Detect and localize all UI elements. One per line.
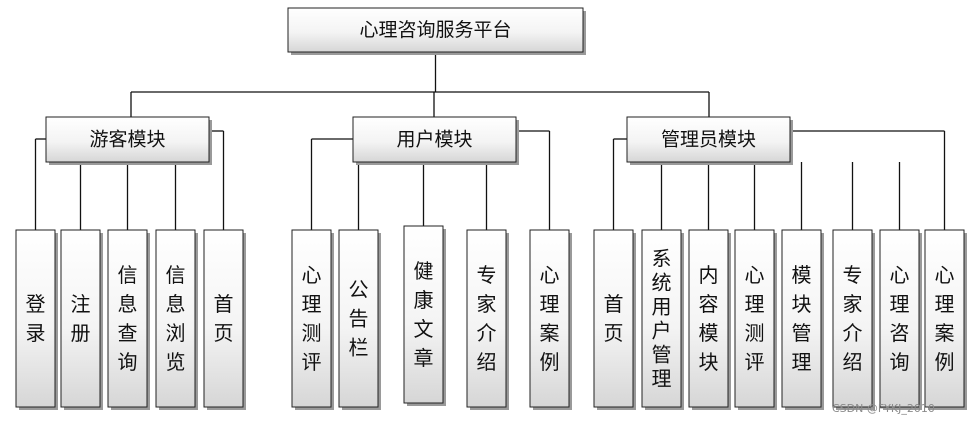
leaf-node-1-4: 心理案例: [529, 229, 572, 410]
module-label-2: 管理员模块: [661, 129, 756, 151]
leaf-node-2-7-frame: [924, 229, 965, 408]
leaf-node-1-2-frame: [403, 225, 444, 404]
leaf-node-0-4-frame: [203, 229, 244, 408]
leaf-node-0-3-frame: [155, 229, 196, 408]
leaf-node-2-5-frame: [832, 229, 873, 408]
leaf-node-0-0-frame: [15, 229, 56, 408]
leaf-node-1-0: 心理测评: [291, 229, 334, 410]
leaf-label-0-1: 注册: [71, 292, 91, 345]
leaf-node-0-3: 信息浏览: [155, 229, 198, 410]
leaf-label-1-1: 公告栏: [349, 278, 369, 360]
root-node-frame: [287, 7, 584, 53]
leaf-label-2-2: 内容模块: [699, 263, 719, 374]
leaf-label-0-0: 登录: [26, 292, 46, 345]
leaf-node-0-1: 注册: [60, 229, 103, 410]
leaf-label-2-1: 系统用户管理: [652, 247, 672, 391]
leaf-node-2-2: 内容模块: [688, 229, 731, 410]
leaf-label-1-3: 专家介绍: [477, 263, 497, 374]
leaf-node-2-1: 系统用户管理: [641, 229, 684, 410]
leaf-node-2-0: 首页: [593, 229, 636, 410]
module-label-1: 用户模块: [396, 129, 472, 151]
leaf-node-2-6: 心理咨询: [879, 229, 922, 410]
leaf-node-2-1-frame: [641, 229, 682, 408]
leaf-node-1-1: 公告栏: [338, 229, 381, 410]
leaf-node-1-1-frame: [338, 229, 379, 408]
leaf-node-1-3-frame: [466, 229, 507, 408]
leaf-node-2-2-frame: [688, 229, 729, 408]
leaf-node-2-3: 心理测评: [734, 229, 777, 410]
leaf-label-2-5: 专家介绍: [843, 263, 863, 374]
leaf-node-2-0-frame: [593, 229, 634, 408]
leaf-label-1-2: 健康文章: [414, 259, 434, 370]
leaf-label-2-7: 心理案例: [935, 263, 955, 374]
module-node-0: 游客模块: [45, 116, 212, 165]
leaf-label-0-3: 信息浏览: [166, 263, 186, 374]
leaf-label-2-3: 心理测评: [745, 263, 765, 374]
leaf-label-2-4: 模块管理: [792, 263, 812, 374]
connector-lines: [34, 52, 946, 230]
leaf-node-0-2-frame: [107, 229, 148, 408]
leaf-node-0-1-frame: [60, 229, 101, 408]
module-label-0: 游客模块: [89, 129, 165, 151]
leaf-node-2-4: 模块管理: [781, 229, 824, 410]
module-node-2: 管理员模块: [626, 116, 793, 165]
module-node-2-frame: [626, 116, 791, 163]
leaf-label-1-4: 心理案例: [540, 263, 560, 374]
leaf-node-1-2: 健康文章: [403, 225, 446, 406]
module-node-1-frame: [352, 116, 517, 163]
leaf-node-0-4: 首页: [203, 229, 246, 410]
module-node-1: 用户模块: [352, 116, 519, 165]
leaf-node-1-4-frame: [529, 229, 570, 408]
leaf-label-0-4: 首页: [214, 292, 234, 345]
root-node-label: 心理咨询服务平台: [359, 19, 511, 41]
leaf-node-0-0: 登录: [15, 229, 58, 410]
leaf-node-2-5: 专家介绍: [832, 229, 875, 410]
leaf-node-2-7: 心理案例: [924, 229, 967, 410]
leaf-node-2-3-frame: [734, 229, 775, 408]
leaf-node-2-4-frame: [781, 229, 822, 408]
leaf-node-0-2: 信息查询: [107, 229, 150, 410]
leaf-label-2-0: 首页: [604, 292, 624, 345]
root-node: 心理咨询服务平台: [287, 7, 586, 55]
leaf-label-1-0: 心理测评: [302, 263, 322, 374]
leaf-label-2-6: 心理咨询: [890, 263, 910, 374]
watermark: CSDN @FYKJ_2010: [832, 402, 935, 415]
leaf-node-2-6-frame: [879, 229, 920, 408]
leaf-node-1-3: 专家介绍: [466, 229, 509, 410]
leaf-node-1-0-frame: [291, 229, 332, 408]
module-node-0-frame: [45, 116, 210, 163]
leaf-label-0-2: 信息查询: [118, 263, 138, 374]
